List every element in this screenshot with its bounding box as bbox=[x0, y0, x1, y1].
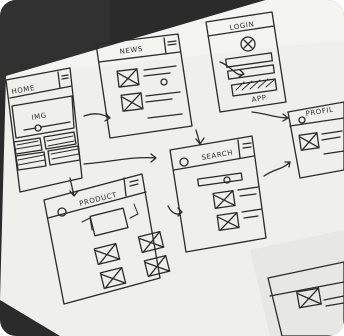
photo-frame: HOME IMG NEWS LOGIN APP PROFIL SEARCH PR… bbox=[0, 0, 344, 336]
wireframe-sketch-photo: HOME IMG NEWS LOGIN APP PROFIL SEARCH PR… bbox=[0, 0, 344, 336]
